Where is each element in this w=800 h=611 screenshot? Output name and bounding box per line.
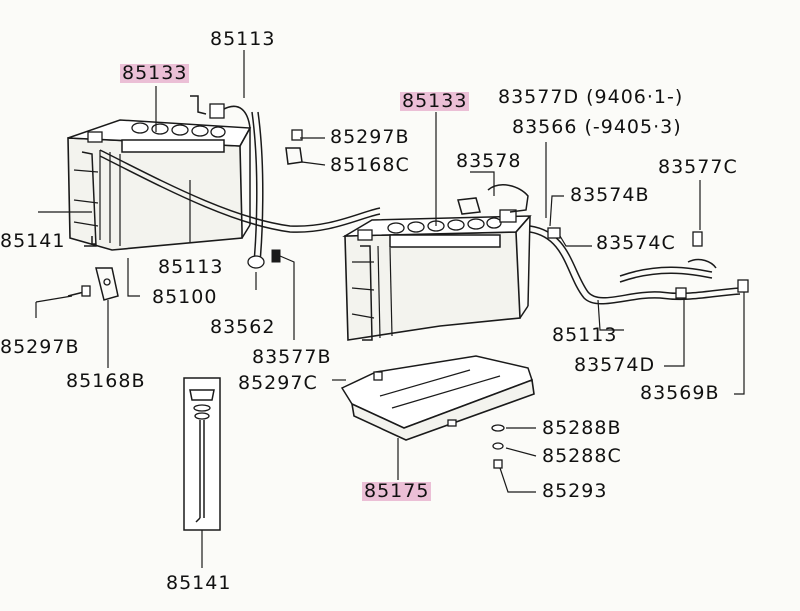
part-label-85100[interactable]: 85100 [152, 286, 218, 308]
rod-85141 [183, 377, 221, 531]
part-label-85133-left[interactable]: 85133 [120, 62, 190, 84]
part-label-83577C[interactable]: 83577C [658, 156, 738, 178]
tray-85175 [340, 355, 535, 441]
part-label-85141-left[interactable]: 85141 [0, 230, 66, 252]
part-label-83577B[interactable]: 83577B [252, 346, 332, 368]
part-label-85141-bottom[interactable]: 85141 [166, 572, 232, 594]
part-label-85168C[interactable]: 85168C [330, 154, 410, 176]
bracket-85168B [67, 267, 119, 301]
part-label-83569B[interactable]: 83569B [640, 382, 720, 404]
part-label-85288C[interactable]: 85288C [542, 445, 622, 467]
part-label-83574B[interactable]: 83574B [570, 184, 650, 206]
part-label-85288B[interactable]: 85288B [542, 417, 622, 439]
part-label-85113-right[interactable]: 85113 [552, 324, 618, 346]
part-label-85175[interactable]: 85175 [362, 480, 432, 502]
part-label-85133-mid[interactable]: 85133 [400, 90, 470, 112]
cables [91, 95, 749, 305]
part-label-85297B-top[interactable]: 85297B [330, 126, 410, 148]
part-label-83562[interactable]: 83562 [210, 316, 276, 338]
leader-lines [35, 50, 745, 568]
part-label-85297C[interactable]: 85297C [238, 372, 318, 394]
small-parts [491, 424, 505, 469]
part-label-85293[interactable]: 85293 [542, 480, 608, 502]
part-label-83574C[interactable]: 83574C [596, 232, 676, 254]
part-label-83578[interactable]: 83578 [456, 150, 522, 172]
part-label-83574D[interactable]: 83574D [574, 354, 656, 376]
part-label-85168B[interactable]: 85168B [66, 370, 146, 392]
part-label-83577D[interactable]: 83577D (9406·1-) [498, 86, 684, 108]
part-label-85113-mid[interactable]: 85113 [158, 256, 224, 278]
left-battery [67, 119, 252, 251]
right-battery [342, 209, 532, 341]
part-label-85113-top[interactable]: 85113 [210, 28, 276, 50]
part-label-85297B-left[interactable]: 85297B [0, 336, 80, 358]
part-label-83566[interactable]: 83566 (-9405·3) [512, 116, 682, 138]
